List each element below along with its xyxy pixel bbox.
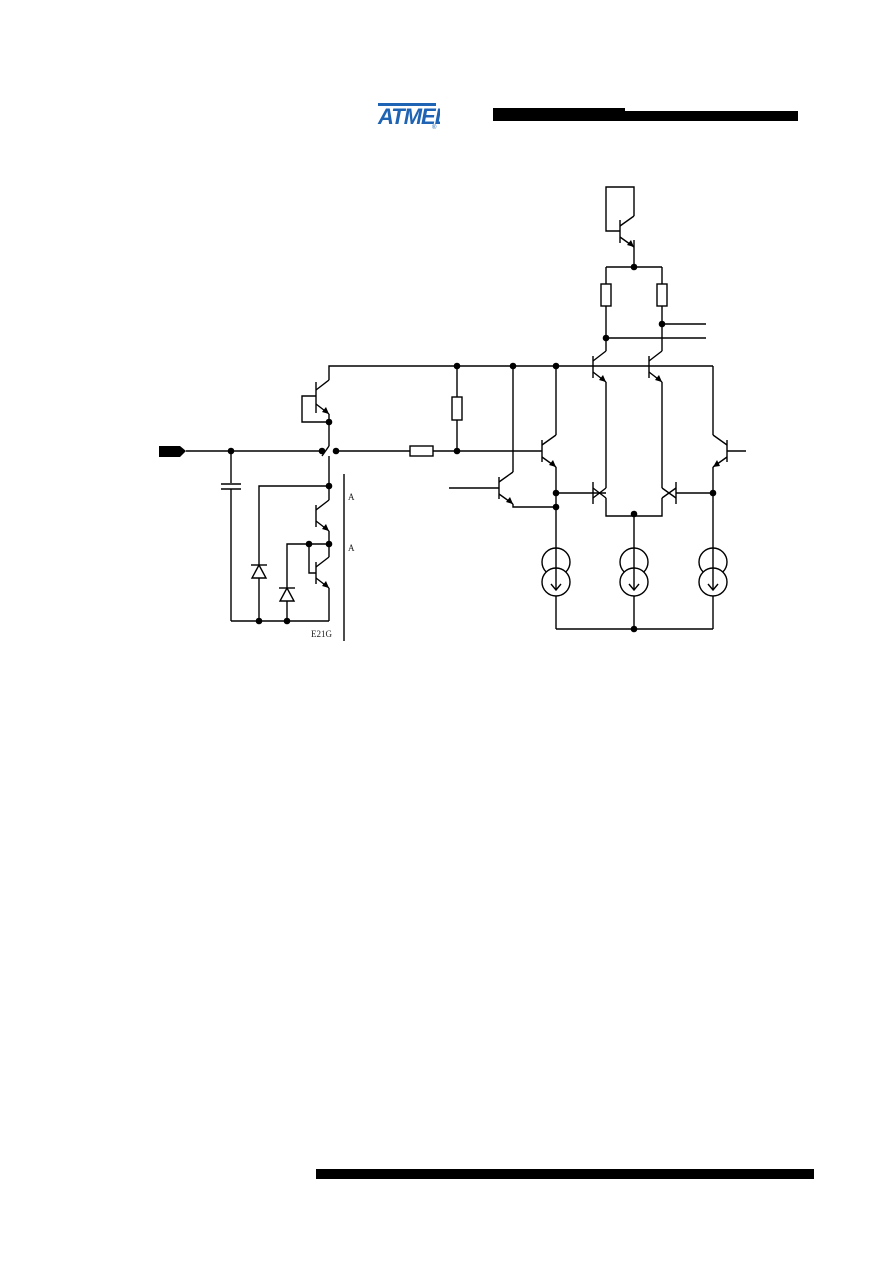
- transistor-q-follower: [541, 434, 557, 468]
- footer-bar: [316, 1169, 814, 1179]
- label-a2: A: [348, 543, 355, 553]
- transistor-q-top: [605, 186, 635, 248]
- header-bar-tab: [493, 108, 625, 112]
- brand-name: ATMEL: [377, 104, 440, 129]
- capacitor: [221, 483, 241, 490]
- transistor-q-diff-left: [592, 482, 607, 504]
- current-source-3: [698, 547, 728, 597]
- diode-2: [278, 586, 296, 602]
- label-a1: A: [348, 492, 355, 502]
- supply-rail: [328, 365, 713, 380]
- current-source-1: [541, 547, 571, 597]
- header-bar: [493, 111, 798, 121]
- transistor-q-cascode-left: [592, 350, 607, 383]
- resistor-load-right: [656, 283, 668, 307]
- transistor-q-diff-right: [661, 482, 677, 504]
- diode-1: [250, 563, 268, 579]
- current-source-2: [619, 547, 649, 597]
- transistor-q-input: [301, 379, 330, 423]
- transistor-q-left: [498, 471, 514, 505]
- input-terminal: [159, 446, 186, 457]
- label-part: E21G: [311, 629, 332, 639]
- transistor-q-output: [712, 434, 728, 468]
- atmel-logo: ATMEL ®: [376, 100, 449, 132]
- transistor-q-clamp-1: [315, 499, 330, 532]
- transistor-q-cascode-right: [648, 350, 663, 383]
- transistor-q-clamp-2: [308, 544, 330, 589]
- resistor-load-left: [600, 283, 612, 307]
- brand-registered-mark: ®: [432, 124, 437, 131]
- resistor-vertical: [451, 396, 463, 421]
- resistor-series: [409, 445, 434, 457]
